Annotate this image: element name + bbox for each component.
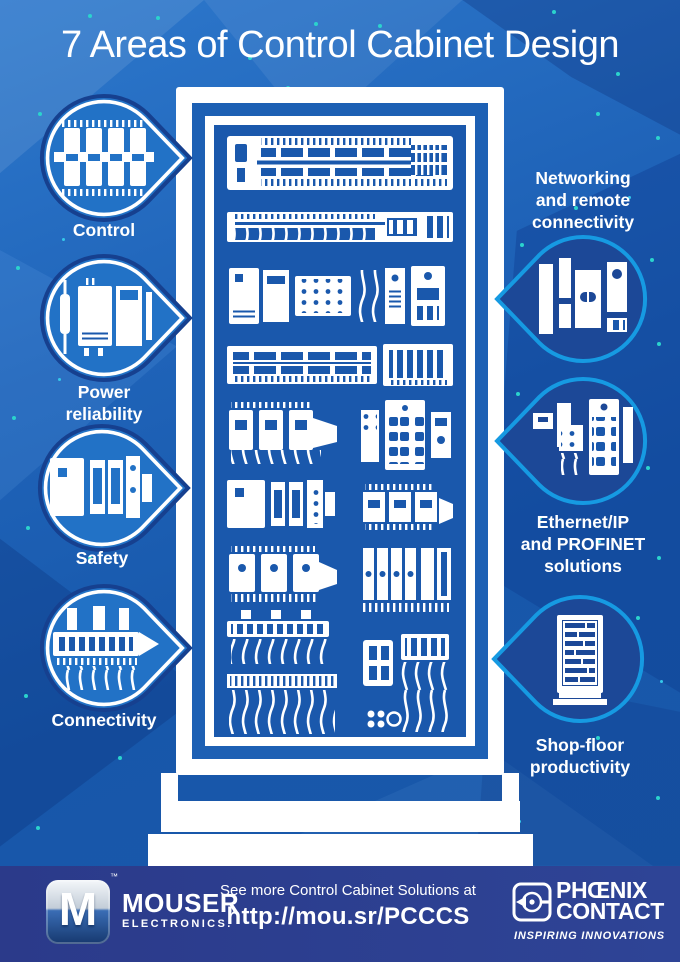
power-callout-bubble	[40, 254, 193, 382]
cabinet-base	[148, 834, 533, 866]
networking-callout-bubble	[494, 235, 647, 363]
cta-text: See more Control Cabinet Solutions at	[220, 882, 476, 899]
page-title: 7 Areas of Control Cabinet Design	[60, 24, 620, 66]
mouser-logo-m: M	[58, 883, 98, 935]
phoenix-wordmark: PHŒNIX CONTACT	[556, 877, 664, 925]
mouser-logo: M ™	[46, 872, 118, 944]
phoenix-tagline: INSPIRING INNOVATIONS	[514, 930, 665, 942]
ethernet-label: Ethernet/IP and PROFINET solutions	[520, 512, 646, 576]
background-dots	[0, 0, 4, 4]
phoenix-wordmark-line1: PHŒNIX	[556, 877, 647, 903]
mouser-wordmark: MOUSER	[122, 888, 240, 918]
shopfloor-label: Shop-floor productivity	[529, 735, 631, 777]
phoenix-contact-logo-icon	[512, 882, 552, 922]
cta-url-link[interactable]: http://mou.sr/PCCCS	[226, 903, 470, 930]
mouser-electronics-text: ELECTRONICS.	[122, 918, 233, 930]
cabinet-leg-right	[502, 773, 519, 801]
ethernet-callout-bubble	[494, 377, 647, 505]
background-dots	[0, 0, 3, 3]
mouser-trademark: ™	[110, 872, 118, 881]
connectivity-callout-bubble	[40, 584, 193, 712]
connectivity-label: Connectivity	[51, 710, 157, 730]
cabinet-leg-left	[161, 773, 178, 801]
safety-label: Safety	[75, 548, 129, 568]
cabinet-plinth	[161, 801, 520, 832]
mouser-wordmark-block: MOUSER ELECTRONICS.	[122, 890, 239, 930]
footer: M ™ MOUSER ELECTRONICS. See more Control…	[0, 866, 680, 962]
control-label: Control	[72, 220, 136, 240]
control-callout-bubble	[40, 94, 193, 222]
cabinet-interior	[214, 125, 466, 737]
phoenix-wordmark-line2: CONTACT	[556, 898, 664, 925]
networking-label: Networking and remote connectivity	[531, 168, 635, 232]
safety-callout-bubble	[38, 424, 191, 552]
power-reliability-label: Power reliability	[65, 382, 143, 424]
shopfloor-callout-bubble	[491, 595, 644, 723]
cta-block: See more Control Cabinet Solutions at ht…	[198, 882, 498, 931]
